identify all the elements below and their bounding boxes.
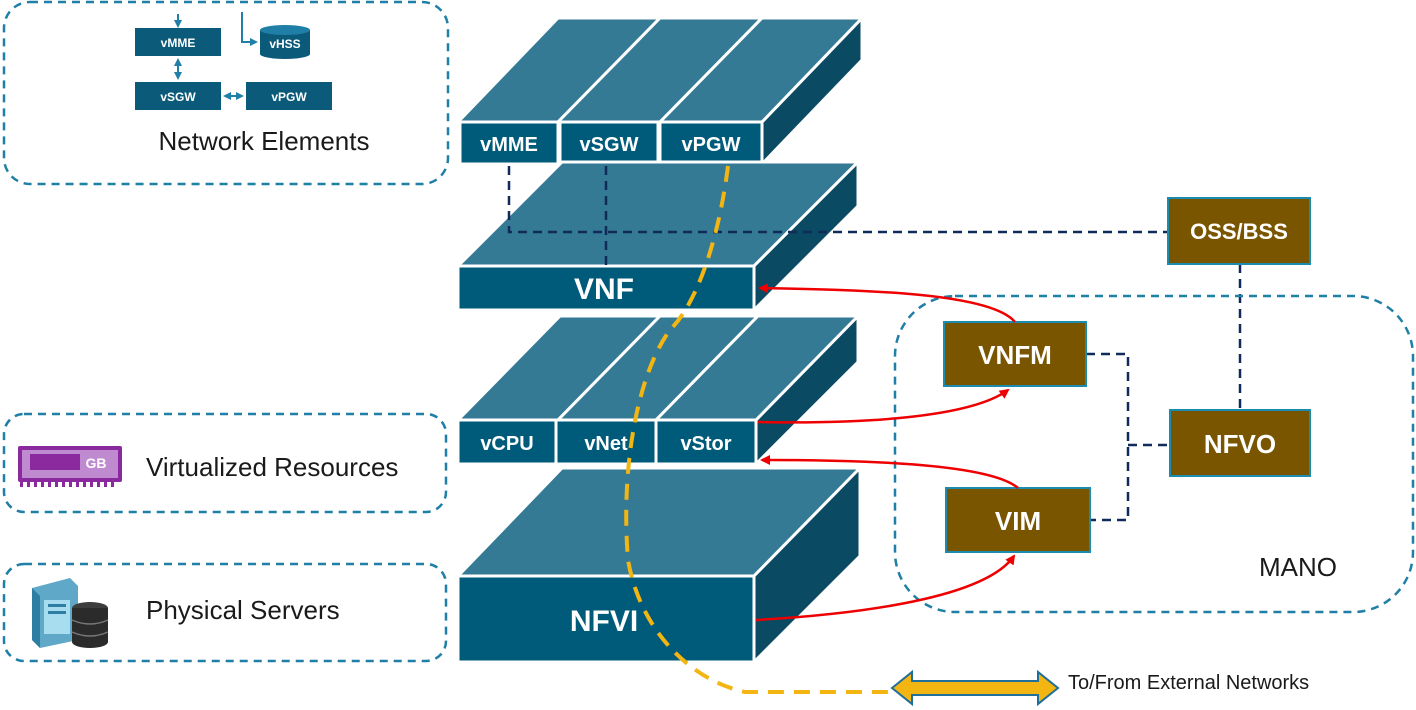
mini-vhss-database: vHSS — [260, 25, 310, 59]
mini-connector-hss — [241, 12, 258, 46]
vnfm-box — [943, 321, 1087, 387]
vnf-label: VNF — [574, 273, 634, 306]
network-elements-border — [2, 0, 450, 186]
external-networks-arrow — [890, 669, 1060, 707]
vnfm-label: VNFM — [978, 340, 1052, 370]
memory-chip-label: GB — [86, 455, 107, 471]
mini-vpgw-label: vPGW — [271, 90, 307, 104]
mini-vsgw-label: vSGW — [160, 90, 196, 104]
vsgw-label: vSGW — [580, 134, 639, 156]
vim-label: VIM — [995, 506, 1041, 536]
vnf-cells-layer: vMME vSGW vPGW — [454, 14, 866, 168]
vim-to-resources-arrow — [760, 455, 1019, 489]
vnet-label: vNet — [584, 433, 628, 455]
storage-stack-icon — [71, 602, 109, 648]
vcpu-cell — [456, 418, 558, 466]
virtualized-resources-group: GB Virtualized Resources — [2, 412, 448, 514]
vmme-cell — [458, 120, 560, 166]
mano-border — [893, 294, 1415, 614]
vstor-label: vStor — [680, 433, 731, 455]
vcpu-label: vCPU — [480, 433, 533, 455]
vstor-to-vnfm-arrow — [757, 388, 1010, 424]
oss-bss-box — [1167, 197, 1311, 265]
physical-servers-border — [2, 562, 448, 663]
mini-network-diagram: vMME vHSS vSGW vPGW — [135, 12, 332, 110]
mano-label: MANO — [1259, 552, 1337, 582]
mano-group: MANO VNFM NFVO VIM — [893, 294, 1415, 614]
nfvi-layer: NFVI — [454, 464, 864, 666]
data-plane-path — [624, 165, 890, 694]
network-elements-group: vMME vHSS vSGW vPGW Network Elements — [2, 0, 450, 186]
server-icon — [32, 578, 78, 648]
nfvi-label: NFVI — [570, 605, 638, 638]
oss-bss-node: OSS/BSS — [1167, 197, 1311, 265]
vpgw-label: vPGW — [682, 134, 741, 156]
external-networks-label: To/From External Networks — [1068, 672, 1309, 694]
mini-vpgw-box — [246, 82, 332, 110]
vsgw-cell — [558, 120, 660, 166]
nfvi-to-vim-arrow — [755, 554, 1016, 622]
mini-vmme-label: vMME — [161, 36, 196, 50]
memory-chip-icon: GB — [18, 446, 122, 487]
oss-connector-vmme — [507, 166, 1168, 234]
virtual-resource-layer: vCPU vNet vStor — [454, 312, 862, 468]
mini-vmme-box — [135, 28, 221, 56]
physical-servers-label: Physical Servers — [146, 595, 340, 625]
vpgw-cell — [658, 120, 764, 166]
mini-vsgw-box — [135, 82, 221, 110]
network-elements-label: Network Elements — [159, 126, 370, 156]
vstor-cell — [654, 418, 758, 466]
vnfm-to-vnf-arrow — [758, 283, 1016, 323]
vnet-cell — [554, 418, 658, 466]
oss-bss-label: OSS/BSS — [1190, 219, 1288, 244]
virtualized-resources-border — [2, 412, 448, 514]
nfvo-box — [1169, 409, 1311, 477]
vmme-label: vMME — [480, 134, 538, 156]
nfvi-front — [456, 574, 756, 664]
physical-servers-group: Physical Servers — [2, 562, 448, 663]
vnfm-vim-connector — [1086, 352, 1130, 522]
vnf-layer: VNF — [454, 158, 862, 314]
virtualized-resources-label: Virtualized Resources — [146, 452, 398, 482]
mini-vhss-label: vHSS — [269, 37, 300, 51]
nfvo-label: NFVO — [1204, 429, 1276, 459]
